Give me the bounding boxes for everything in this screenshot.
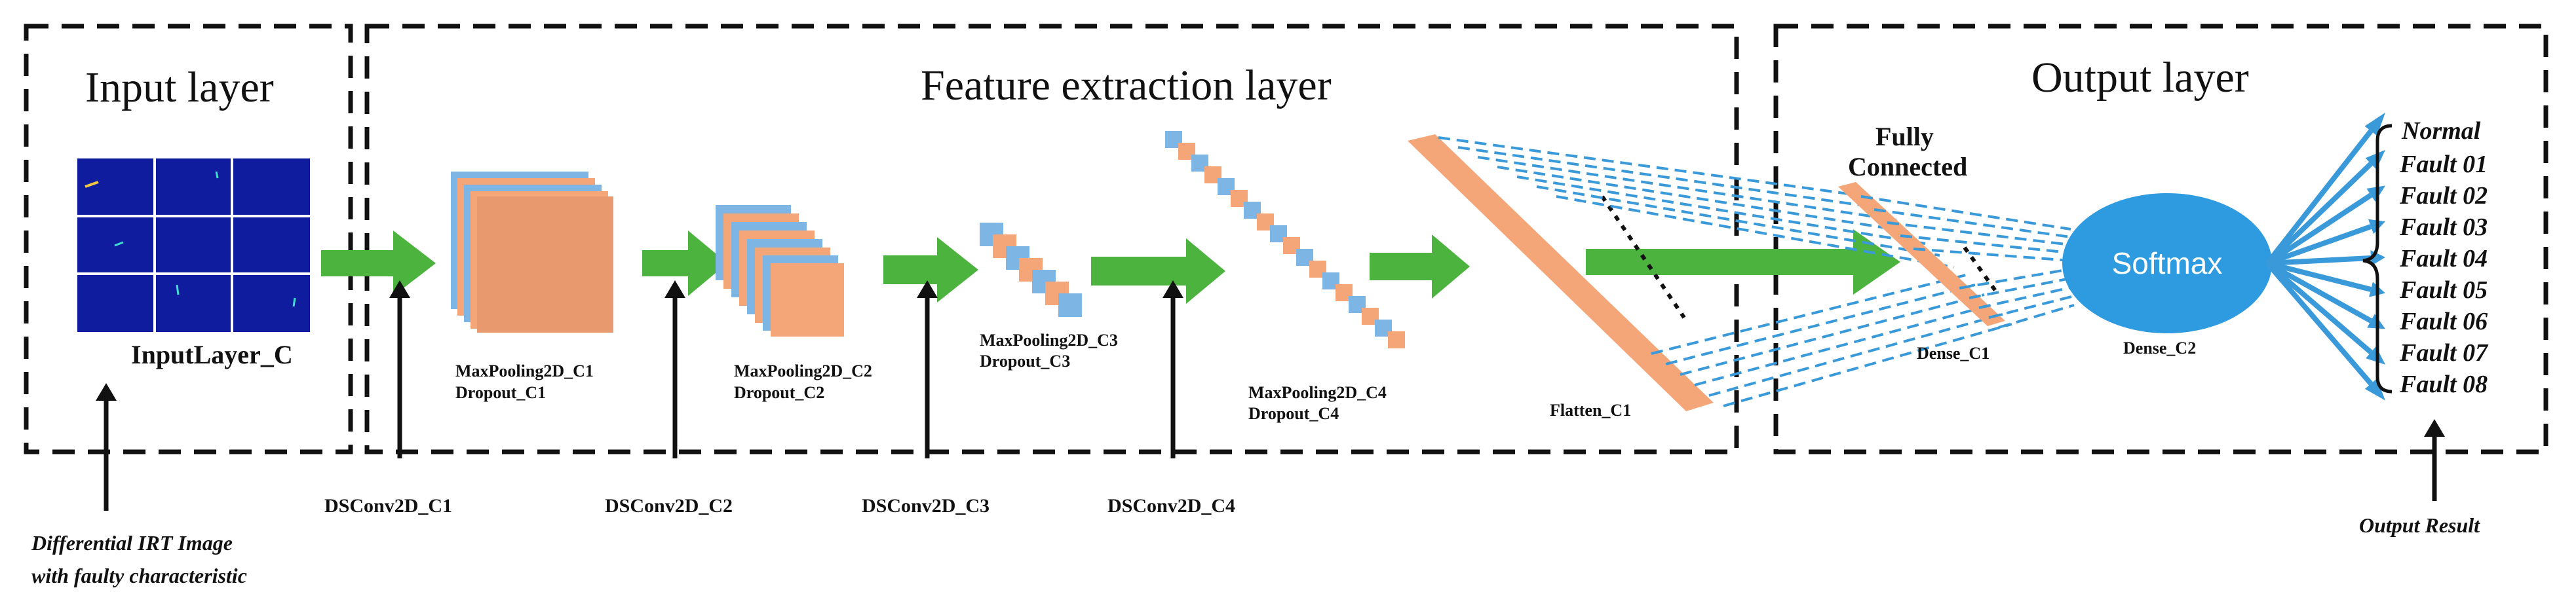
drop3-label: Dropout_C3 [980,352,1070,371]
input-note-line2: with faulty characteristic [31,564,247,587]
connection-line [1457,146,1883,210]
pool3-label: MaxPooling2D_C3 [980,331,1118,350]
dsconv-c3-label: DSConv2D_C3 [862,495,990,517]
dense-c1-bar [1838,182,2005,326]
fully-connected-label-2: Connected [1848,152,1967,181]
output-arrow-head [2364,112,2385,136]
output-fault-05: Fault 05 [2399,276,2488,304]
feature-layer-box [364,24,1739,454]
connection-line [1680,293,1985,376]
connection-line [1887,221,2071,246]
drop4-label: Dropout_C4 [1248,404,1339,423]
input-layer-title: Input layer [85,64,274,111]
dsconv-c2-label: DSConv2D_C2 [605,495,733,517]
output-arrow-line [2265,193,2373,266]
pool2-label: MaxPooling2D_C2 [734,361,872,380]
feature-maps-c4 [1165,131,1405,348]
connection-line [1959,267,2075,289]
flatten-bar [1408,134,1714,411]
connection-line [1665,284,1976,365]
connection-line [1913,248,2071,262]
output-arrow-line [2265,261,2373,355]
connection-line [1900,234,2071,254]
output-arrow-head [2366,346,2385,365]
output-result-label: Output Result [2359,513,2480,537]
output-arrow-line [2265,162,2373,265]
output-fault-03: Fault 03 [2399,213,2488,241]
output-arrow-head [2365,149,2385,170]
feature-map-c4-tile [1388,331,1405,348]
output-arrows [2265,112,2385,401]
dense-dots [1963,246,1999,295]
dense-softmax-connections [1860,195,2075,329]
connection-line [1969,276,2075,299]
output-arrow-line [2267,255,2372,266]
dsconv-c1-label: DSConv2D_C1 [324,495,452,517]
thermal-image [77,158,310,332]
output-fault-01: Fault 01 [2399,151,2488,178]
softmax-node [2062,193,2272,333]
input-layer-label: InputLayer_C [131,340,293,369]
feature-maps-c3 [980,223,1082,317]
connection-line [1694,303,1994,386]
softmax-label: Softmax [2112,246,2223,280]
connection-line [1874,208,2071,238]
connection-line [1477,156,1897,221]
connection-line [1998,304,2075,329]
output-fault-06: Fault 06 [2399,308,2488,335]
output-arrow-line [2265,129,2374,265]
dense-c1-label: Dense_C1 [1917,344,1990,363]
input-arrows [96,280,2445,511]
connection-line [1516,175,1926,245]
output-arrow-line [2267,261,2372,292]
feature-map-c3-tile [1058,293,1082,317]
output-fault-02: Fault 02 [2399,182,2488,210]
flow-arrows [321,229,1900,304]
output-fault-08: Fault 08 [2399,371,2488,398]
flatten-label: Flatten_C1 [1550,401,1631,420]
connection-line [1988,295,2075,319]
pool4-label: MaxPooling2D_C4 [1248,383,1387,402]
feature-maps-c1 [451,172,613,333]
feature-layer-title: Feature extraction layer [921,62,1332,109]
output-layer-box [1773,24,2548,454]
output-brace [2362,124,2393,394]
dsconv-c4-label: DSConv2D_C4 [1107,495,1235,517]
output-fault-04: Fault 04 [2399,245,2488,272]
input-note-line1: Differential IRT Image [31,531,233,555]
output-normal: Normal [2401,117,2481,145]
connection-line [1556,195,1955,268]
output-arrow-line [2266,261,2372,323]
flatten-dense-connections [1438,136,2012,407]
connection-line [1708,313,2003,397]
drop1-label: Dropout_C1 [455,383,546,402]
connection-line [1978,286,2075,309]
connection-line [1497,166,1912,233]
output-arrow-line [2265,261,2374,386]
output-layer-title: Output layer [2031,54,2249,101]
connection-line [1860,195,2071,231]
drop2-label: Dropout_C2 [734,383,824,402]
fully-connected-label-1: Fully [1875,122,1934,151]
output-arrow-head [2364,378,2385,401]
dense-c2-label: Dense_C2 [2123,339,2196,358]
flatten-dots [1600,195,1686,319]
feature-maps-c2 [716,205,844,337]
output-arrow-line [2266,224,2372,266]
pool1-label: MaxPooling2D_C1 [455,361,594,380]
connection-line [1723,323,2012,407]
output-fault-07: Fault 07 [2399,339,2489,367]
connection-line [1536,185,1940,257]
input-layer-box [24,24,353,454]
